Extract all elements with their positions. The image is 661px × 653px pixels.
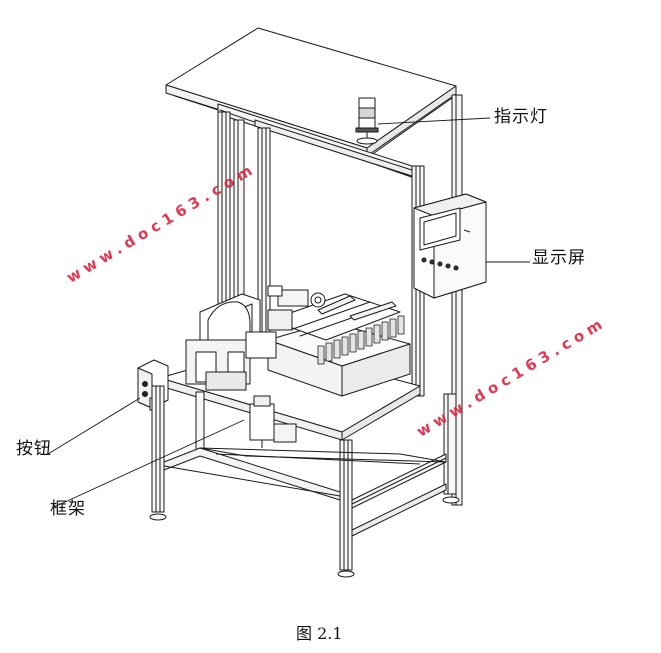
fixture-block	[185, 293, 293, 391]
frame-leader	[51, 419, 245, 509]
conveyor-mechanism	[267, 285, 405, 365]
under-table-component	[249, 395, 297, 448]
figure-caption: 图 2.1	[296, 624, 343, 643]
indicator-light-leader	[377, 117, 491, 125]
label-indicator-light: 指示灯	[494, 107, 548, 127]
display-screen	[413, 193, 487, 299]
leader-lines	[47, 117, 530, 509]
label-display-screen: 显示屏	[532, 248, 586, 268]
lower-stretchers	[163, 447, 447, 537]
indicator-light	[355, 97, 379, 145]
table-legs	[149, 385, 460, 578]
label-frame: 框架	[50, 499, 86, 519]
button-leader	[47, 397, 141, 455]
label-button: 按钮	[16, 439, 52, 459]
